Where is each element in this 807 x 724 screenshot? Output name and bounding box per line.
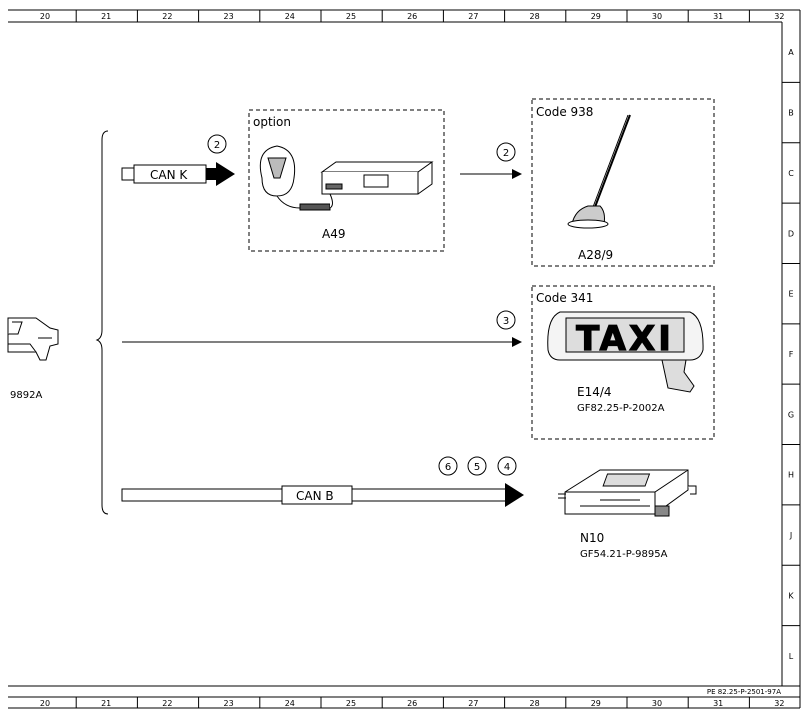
connection-2-circle: 2 — [496, 142, 516, 162]
code-341-title: Code 341 — [536, 291, 593, 305]
column-label-bottom: 27 — [468, 699, 478, 708]
svg-text:4: 4 — [504, 462, 510, 473]
row-label: F — [789, 350, 794, 359]
column-label-bottom: 32 — [774, 699, 784, 708]
column-label-bottom: 24 — [285, 699, 295, 708]
row-label: G — [788, 410, 794, 419]
row-label: H — [788, 471, 794, 480]
code-938-title: Code 938 — [536, 105, 593, 119]
column-label-top: 30 — [652, 12, 662, 21]
svg-text:3: 3 — [503, 316, 509, 327]
row-label: C — [788, 169, 794, 178]
can-b-connector-circle-5: 5 — [467, 456, 487, 476]
column-label-top: 21 — [101, 12, 111, 21]
can-k-bus: CAN K — [121, 162, 235, 186]
can-b-bus: CAN B — [121, 483, 524, 507]
taxi-sign-icon — [547, 311, 704, 393]
svg-text:2: 2 — [214, 140, 220, 151]
antenna-icon — [567, 114, 631, 229]
left-brace — [95, 130, 109, 515]
can-k-connector-circle: 2 — [207, 134, 227, 154]
column-label-top: 32 — [774, 12, 784, 21]
can-k-label: CAN K — [150, 168, 188, 182]
column-label-top: 20 — [40, 12, 50, 21]
row-label: K — [788, 591, 794, 600]
can-b-connector-circle-6: 6 — [438, 456, 458, 476]
partial-control-unit-icon — [7, 317, 59, 361]
can-b-label: CAN B — [296, 489, 334, 503]
svg-text:2: 2 — [503, 148, 509, 159]
document-reference: PE 82.25-P-2501-97A — [707, 688, 781, 696]
column-label-bottom: 25 — [346, 699, 356, 708]
column-label-bottom: 28 — [530, 699, 540, 708]
column-label-bottom: 22 — [162, 699, 172, 708]
row-label: L — [789, 652, 794, 661]
column-labels-top: 20 21 22 23 24 25 26 27 28 29 30 31 32 — [40, 12, 785, 21]
column-label-bottom: 26 — [407, 699, 417, 708]
row-dividers — [782, 81, 800, 627]
column-label-top: 25 — [346, 12, 356, 21]
code-938-box — [531, 98, 715, 267]
row-label: E — [788, 290, 793, 299]
column-label-top: 24 — [285, 12, 295, 21]
option-title: option — [253, 115, 291, 129]
row-label: B — [788, 109, 794, 118]
column-label-top: 29 — [591, 12, 601, 21]
column-label-top: 28 — [530, 12, 540, 21]
a49-telephone-unit-icon — [259, 145, 434, 211]
a49-label: A49 — [322, 227, 345, 241]
column-label-bottom: 29 — [591, 699, 601, 708]
svg-text:6: 6 — [445, 462, 451, 473]
column-labels-bottom: 20 21 22 23 24 25 26 27 28 29 30 31 32 — [40, 699, 785, 708]
can-b-connector-circle-4: 4 — [497, 456, 517, 476]
n10-control-unit-icon — [558, 469, 697, 517]
connection-3-circle: 3 — [496, 310, 516, 330]
a28-9-label: A28/9 — [578, 248, 613, 262]
n10-ref: GF54.21-P-9895A — [580, 549, 668, 560]
left-ref-label: 9892A — [10, 390, 42, 401]
n10-label: N10 — [580, 531, 604, 545]
svg-text:5: 5 — [474, 462, 480, 473]
row-label: J — [789, 531, 792, 540]
connection-3-arrow — [122, 337, 522, 347]
row-labels: A B C D E F G H J K L — [788, 48, 794, 661]
column-label-top: 31 — [713, 12, 723, 21]
column-label-bottom: 23 — [224, 699, 234, 708]
column-label-bottom: 30 — [652, 699, 662, 708]
e14-4-label: E14/4 — [577, 385, 612, 399]
column-label-top: 26 — [407, 12, 417, 21]
column-label-top: 23 — [224, 12, 234, 21]
column-label-bottom: 31 — [713, 699, 723, 708]
column-label-top: 22 — [162, 12, 172, 21]
column-label-bottom: 20 — [40, 699, 50, 708]
column-dividers — [75, 10, 750, 708]
row-label: A — [788, 48, 794, 57]
taxi-sign-text: TAXI — [576, 319, 674, 359]
code-341-box — [531, 285, 715, 440]
row-label: D — [788, 229, 794, 238]
e14-4-ref: GF82.25-P-2002A — [577, 403, 665, 414]
connection-2-arrow — [460, 169, 522, 179]
column-label-bottom: 21 — [101, 699, 111, 708]
column-label-top: 27 — [468, 12, 478, 21]
